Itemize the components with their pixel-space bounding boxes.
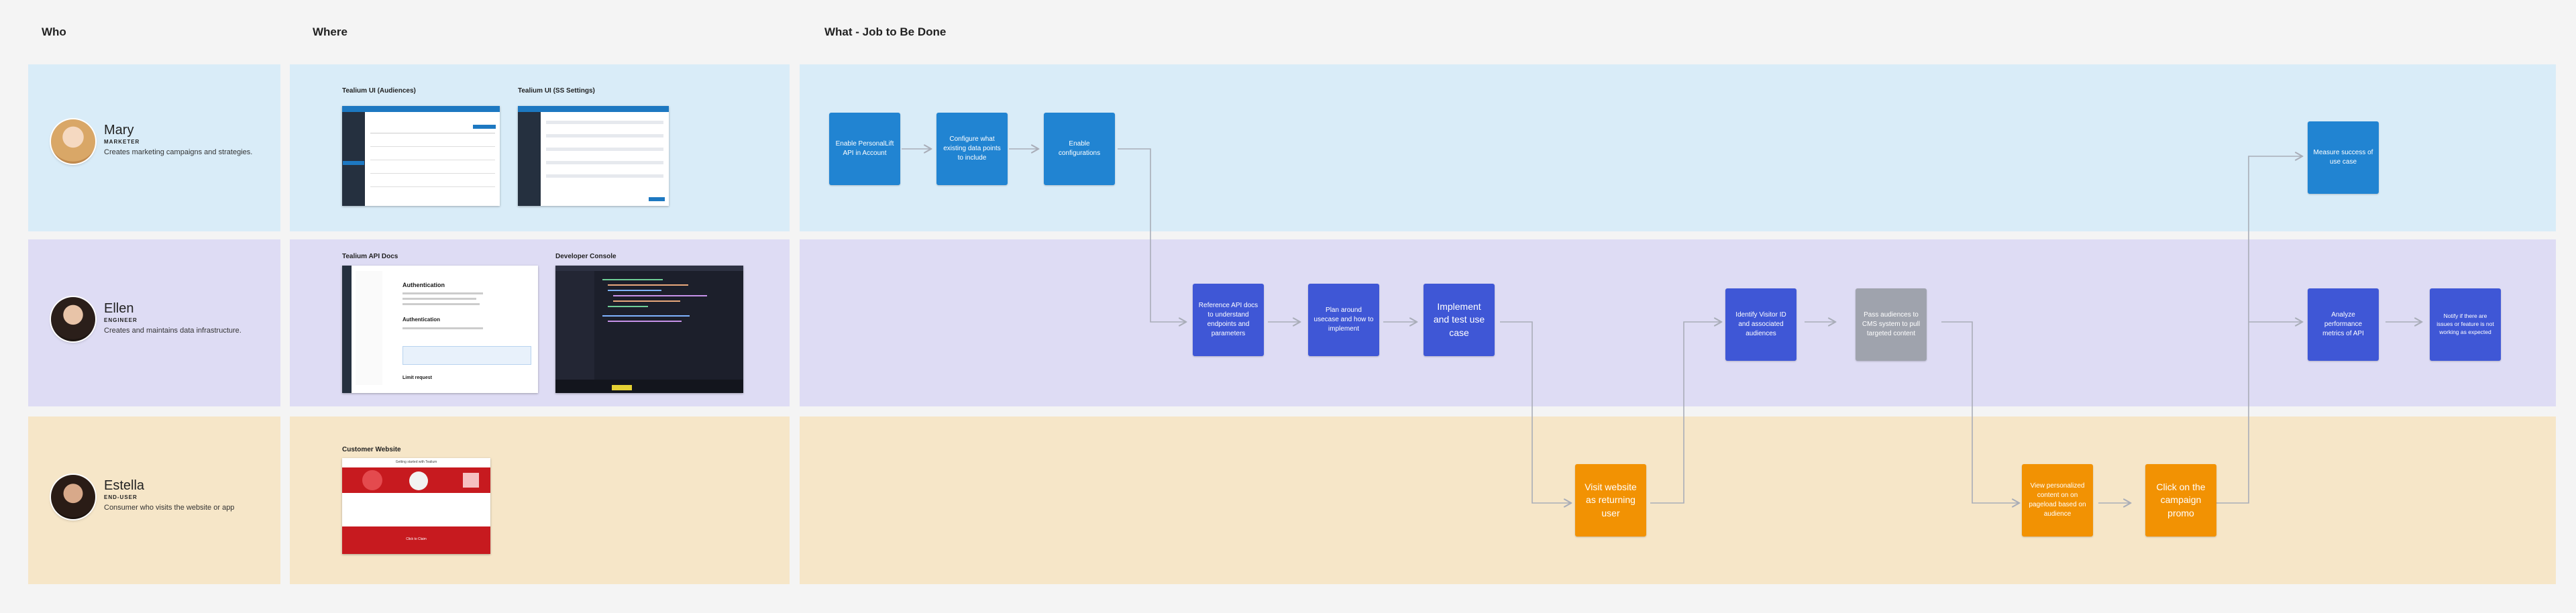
persona-name-ellen: Ellen <box>104 301 134 316</box>
header-where: Where <box>313 25 347 38</box>
persona-desc-mary: Creates marketing campaigns and strategi… <box>104 148 253 156</box>
connector-visit-to-identify <box>1650 322 1721 504</box>
step-implement-test[interactable]: Implement and test use case <box>1424 284 1495 356</box>
step-identify-visitor[interactable]: Identify Visitor ID and associated audie… <box>1725 288 1796 361</box>
persona-desc-ellen: Creates and maintains data infrastructur… <box>104 327 241 335</box>
screenshot-tealium-ss-settings[interactable] <box>518 106 669 206</box>
step-click-campaign[interactable]: Click on the campaign promo <box>2145 464 2216 537</box>
step-view-personalized[interactable]: View personalized content on on pageload… <box>2022 464 2093 537</box>
step-visit-website[interactable]: Visit website as returning user <box>1575 464 1646 537</box>
step-enable-api[interactable]: Enable PersonalLift API in Account <box>829 113 900 185</box>
connector-implement-to-visit <box>1500 321 1571 503</box>
screenshot-customer-website[interactable]: Getting started with Tealium Click to Cl… <box>342 458 490 554</box>
where-title-dev-console: Developer Console <box>555 253 616 260</box>
connector-configs-to-reference <box>1118 148 1186 322</box>
persona-role-mary: MARKETER <box>104 139 140 145</box>
what-lane-ellen <box>800 239 2556 406</box>
where-title-ss-settings: Tealium UI (SS Settings) <box>518 87 595 95</box>
avatar-estella <box>51 475 95 519</box>
screenshot-tealium-audiences[interactable] <box>342 106 500 206</box>
docs-heading-limit-request: Limit request <box>402 376 432 380</box>
connector-pass-to-view <box>1941 321 2019 503</box>
avatar-ellen <box>51 297 95 341</box>
step-configure-data-points[interactable]: Configure what existing data points to i… <box>936 113 1008 185</box>
step-reference-api-docs[interactable]: Reference API docs to understand endpoin… <box>1193 284 1264 356</box>
step-measure-success[interactable]: Measure success of use case <box>2308 121 2379 194</box>
step-analyze-metrics[interactable]: Analyze performance metrics of API <box>2308 288 2379 361</box>
site-banner: Getting started with Tealium <box>395 460 437 464</box>
step-pass-audiences[interactable]: Pass audiences to CMS system to pull tar… <box>1856 288 1927 361</box>
connector-click-to-measure <box>2216 156 2302 504</box>
persona-name-mary: Mary <box>104 123 134 137</box>
avatar-mary <box>51 119 95 164</box>
where-title-api-docs: Tealium API Docs <box>342 253 398 260</box>
screenshot-api-docs[interactable]: Authentication Authentication Limit requ… <box>342 266 538 393</box>
what-lane-estella <box>800 416 2556 584</box>
persona-name-estella: Estella <box>104 478 145 493</box>
docs-heading-authentication-2: Authentication <box>402 317 440 323</box>
step-plan-usecase[interactable]: Plan around usecase and how to implement <box>1308 284 1379 356</box>
site-cta[interactable]: Click to Claim <box>406 537 427 541</box>
screenshot-developer-console[interactable] <box>555 266 743 393</box>
step-notify-issues[interactable]: Notify if there are issues or feature is… <box>2430 288 2501 361</box>
persona-desc-estella: Consumer who visits the website or app <box>104 504 235 512</box>
header-who: Who <box>42 25 66 38</box>
persona-role-estella: END-USER <box>104 494 138 500</box>
step-enable-configurations[interactable]: Enable configurations <box>1044 113 1115 185</box>
persona-role-ellen: ENGINEER <box>104 317 138 323</box>
where-title-customer-website: Customer Website <box>342 446 401 453</box>
docs-heading-authentication: Authentication <box>402 282 445 288</box>
header-what: What - Job to Be Done <box>824 25 947 38</box>
where-title-audiences: Tealium UI (Audiences) <box>342 87 416 95</box>
